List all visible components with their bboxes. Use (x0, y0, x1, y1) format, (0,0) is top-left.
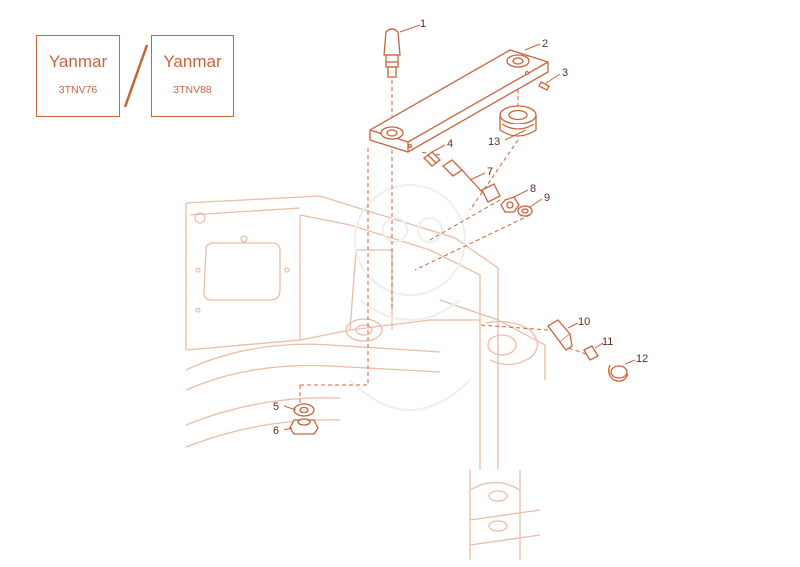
part-13-bushing (499, 105, 537, 137)
callout-13: 13 (488, 136, 500, 148)
callout-leaders (283, 24, 636, 431)
part-3-screw (538, 81, 550, 91)
engine-brand-2: Yanmar (163, 52, 222, 71)
part-4-fitting (423, 151, 441, 167)
callout-1: 1 (420, 18, 426, 30)
part-9-washer (517, 205, 533, 217)
engine-model-2: 3TNV88 (173, 84, 212, 96)
callout-7: 7 (487, 166, 493, 178)
part-1-pin (383, 28, 401, 78)
callout-2: 2 (542, 38, 548, 50)
parts (289, 28, 629, 435)
callout-8: 8 (530, 183, 536, 195)
machine-frame (185, 195, 546, 560)
callout-12: 12 (636, 353, 648, 365)
callout-3: 3 (562, 67, 568, 79)
part-10-fitting (547, 319, 573, 351)
callout-numbers: 1 2 3 4 5 6 7 8 9 10 11 12 13 (273, 18, 648, 437)
assembly-lines (299, 75, 587, 408)
engine-label-box-2: Yanmar 3TNV88 (151, 35, 234, 117)
part-8-nut (500, 196, 520, 213)
callout-9: 9 (544, 192, 550, 204)
callout-6: 6 (273, 425, 279, 437)
part-7-fitting (441, 159, 501, 203)
watermark-figure (349, 184, 471, 411)
engine-model-1: 3TNV76 (58, 84, 98, 96)
callout-11: 11 (602, 336, 613, 348)
callout-10: 10 (578, 316, 590, 328)
part-6-nut (289, 418, 319, 435)
engine-brand-1: Yanmar (48, 52, 108, 71)
callout-4: 4 (447, 138, 453, 150)
callout-5: 5 (273, 401, 279, 413)
part-11-fitting (583, 345, 599, 361)
part-5-washer (293, 403, 315, 417)
engine-label-box-1: Yanmar 3TNV76 (36, 35, 120, 117)
part-12-clip (608, 364, 629, 382)
part-2-bar (369, 49, 549, 153)
